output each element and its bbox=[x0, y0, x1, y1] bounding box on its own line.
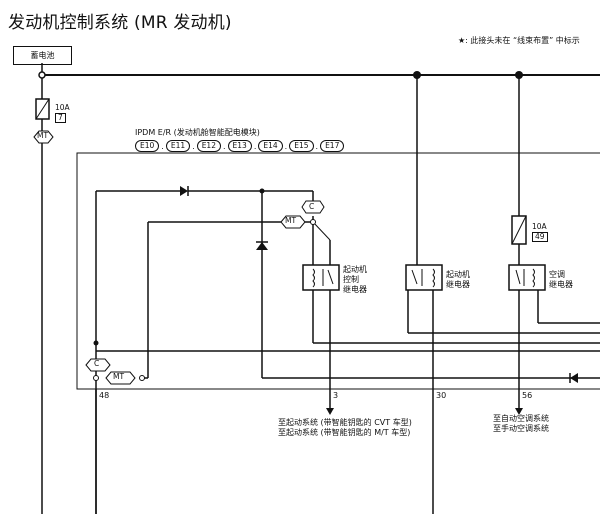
junction-dot-1 bbox=[413, 71, 421, 79]
page-title: 发动机控制系统 (MR 发动机) bbox=[8, 13, 232, 33]
open-node-2 bbox=[139, 375, 145, 381]
terminal-30: 30 bbox=[436, 391, 447, 400]
starter-destination-line: 至起动系统 (带智能钥匙的 M/T 车型) bbox=[278, 428, 411, 437]
arrow-3 bbox=[326, 408, 334, 415]
ipdm-connector-separator: . bbox=[315, 141, 319, 151]
relay-1-label-line: 控制 bbox=[343, 275, 359, 284]
relay-1-label: 起动机 控制 继电器 bbox=[343, 265, 367, 295]
ipdm-connector-separator: . bbox=[222, 141, 226, 151]
fuse-7-mark bbox=[35, 98, 50, 120]
relay-1-switch bbox=[327, 269, 334, 285]
junction-dot-3 bbox=[259, 188, 265, 194]
relay-3-label-line: 继电器 bbox=[549, 280, 573, 289]
starter-destination: 至起动系统 (带智能钥匙的 CVT 车型) 至起动系统 (带智能钥匙的 M/T … bbox=[278, 418, 412, 438]
mt-connector-left bbox=[33, 130, 54, 144]
ipdm-title: IPDM E/R (发动机舱智能配电模块) bbox=[135, 128, 260, 137]
ipdm-connector-e12: E12 bbox=[196, 140, 221, 152]
ipdm-connector-separator: . bbox=[253, 141, 257, 151]
terminal-48: 48 bbox=[99, 391, 110, 400]
ipdm-connector-e15: E15 bbox=[289, 140, 314, 152]
ipdm-connector-e13: E13 bbox=[227, 140, 252, 152]
relay1-branch bbox=[312, 221, 331, 241]
arrow-56 bbox=[515, 408, 523, 415]
ac-destination: 至自动空调系统 至手动空调系统 bbox=[493, 414, 549, 434]
ipdm-connector-e14: E14 bbox=[258, 140, 283, 152]
starter-destination-line: 至起动系统 (带智能钥匙的 CVT 车型) bbox=[278, 418, 412, 427]
open-node-3 bbox=[93, 375, 99, 381]
relay-1-label-line: 继电器 bbox=[343, 285, 367, 294]
relay-3-coil bbox=[532, 268, 535, 288]
diode-bottom bbox=[570, 373, 578, 383]
fuse-49-label: 10A 49 bbox=[532, 222, 548, 242]
c-connector-bottom bbox=[85, 358, 111, 372]
fuse-49-number: 49 bbox=[532, 232, 548, 242]
ipdm-connector-separator: . bbox=[161, 141, 164, 151]
terminal-56: 56 bbox=[522, 391, 533, 400]
mt-label-bottom: MT bbox=[113, 372, 125, 381]
fuse-7-label: 10A 7 bbox=[55, 103, 70, 123]
header-note: ★: 此接头未在 “线束布置” 中标示 bbox=[458, 36, 580, 45]
relay-2-label-line: 继电器 bbox=[446, 280, 470, 289]
relay-1-label-line: 起动机 bbox=[343, 265, 367, 274]
ipdm-connector-list: E10.E11.E12.E13.E14.E15.E17 bbox=[135, 140, 345, 152]
battery-terminal-node bbox=[38, 71, 46, 79]
fuse-49-amp: 10A bbox=[532, 222, 547, 231]
junction-dot-2 bbox=[515, 71, 523, 79]
relay-3-label: 空调 继电器 bbox=[549, 270, 573, 290]
terminal-3: 3 bbox=[333, 391, 339, 400]
fuse-7-number: 7 bbox=[55, 113, 66, 123]
c-label-bottom: C bbox=[94, 359, 100, 368]
c-connector-top bbox=[301, 200, 325, 214]
open-node-1 bbox=[310, 219, 316, 225]
diode-vertical bbox=[256, 242, 268, 250]
junction-dot-4 bbox=[93, 340, 99, 346]
relay-2-switch bbox=[411, 269, 418, 285]
ac-destination-line: 至手动空调系统 bbox=[493, 424, 549, 433]
relay-2-label-line: 起动机 bbox=[446, 270, 470, 279]
mt-connector-ipdm bbox=[280, 215, 306, 229]
relay-2-body bbox=[405, 264, 443, 291]
diode-top bbox=[180, 186, 188, 196]
ac-destination-line: 至自动空调系统 bbox=[493, 414, 549, 423]
relay-1-body bbox=[302, 264, 340, 291]
relay-1-coil bbox=[312, 268, 315, 288]
ipdm-connector-separator: . bbox=[192, 141, 195, 151]
relay-2-label: 起动机 继电器 bbox=[446, 270, 470, 290]
ipdm-connector-e17: E17 bbox=[320, 140, 345, 152]
relay-2-coil bbox=[432, 268, 435, 288]
relay-3-body bbox=[508, 264, 546, 291]
relay-3-switch bbox=[515, 269, 521, 285]
fuse-49-mark bbox=[511, 215, 527, 245]
ipdm-connector-e11: E11 bbox=[165, 140, 191, 152]
fuse-7-amp: 10A bbox=[55, 103, 70, 112]
mt-label-left: MT bbox=[37, 131, 49, 140]
ipdm-connector-separator: . bbox=[284, 141, 288, 151]
c-label-top: C bbox=[309, 202, 315, 211]
ipdm-connector-e10: E10 bbox=[135, 140, 160, 152]
relay-3-label-line: 空调 bbox=[549, 270, 565, 279]
mt-connector-bottom bbox=[105, 371, 136, 385]
mt-label-ipdm: MT bbox=[285, 216, 297, 225]
ipdm-box bbox=[76, 152, 600, 390]
